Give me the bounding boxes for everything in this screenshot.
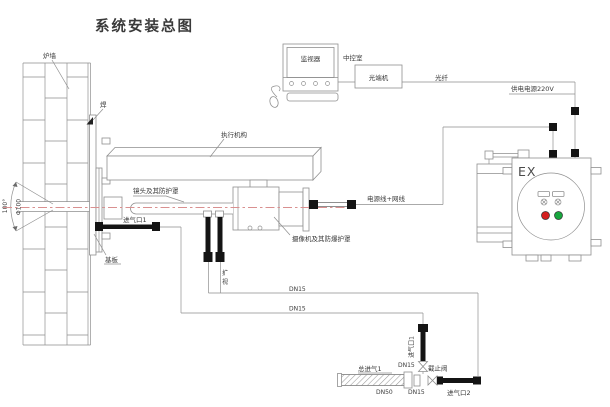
base-plate-label: 基板 — [105, 255, 119, 264]
monitor-label: 监视器 — [301, 54, 321, 63]
riser-inlet1-label: 进气口1 — [408, 336, 416, 358]
view-cone — [10, 181, 54, 232]
dn15-upper-label: DN15 — [289, 286, 306, 293]
stop-valve-label: 截止阀 — [428, 364, 448, 373]
pipe-runs — [160, 81, 576, 376]
weld-symbol — [86, 117, 93, 125]
red-indicator-light — [541, 211, 550, 220]
weld-label: 焊 — [100, 100, 107, 109]
valve2-symbol — [427, 375, 434, 386]
valve2-dn-label: DN15 — [408, 389, 425, 396]
ex-junction-box: EX — [476, 149, 602, 262]
furnace-wall: 100° Φ100 炉墙 — [2, 51, 91, 346]
dn50-header-pipe — [340, 374, 405, 386]
actuator-label: 执行机构 — [221, 130, 248, 139]
green-indicator-light — [554, 211, 563, 220]
air-manifold — [337, 324, 481, 389]
air-inlet2-label: 进气口2 — [447, 388, 471, 397]
furnace-wall-label: 炉墙 — [43, 51, 57, 60]
diagram-labels: 进气口1 扩 视 电源线+网线 光纤 供电电源220V DN15 DN15 总进… — [123, 73, 554, 397]
ex-box-body — [511, 157, 592, 256]
mouse — [269, 96, 279, 108]
camera-assembly: 摄像机及其防爆护罩 — [232, 179, 351, 243]
black-fittings — [95, 107, 579, 262]
rear-box — [476, 163, 513, 243]
control-room: 监视器 中控室 光端机 — [269, 43, 403, 108]
lens-tube: 镜头及其防护罩 — [130, 186, 233, 215]
power-supply-label: 供电电源220V — [511, 84, 554, 93]
purge-label-line2: 视 — [222, 278, 228, 286]
hole-diameter-dimension: Φ100 — [16, 199, 23, 215]
wall-hole — [20, 202, 91, 212]
optical-transceiver — [354, 64, 403, 89]
power-network-cable-label: 电源线+网线 — [367, 194, 405, 203]
inlet-block — [103, 196, 123, 220]
cone-angle-dimension: 100° — [2, 199, 9, 213]
valve1-dn-label: DN15 — [398, 362, 415, 369]
camera-label: 摄像机及其防爆护罩 — [292, 234, 351, 243]
control-room-label: 中控室 — [343, 53, 363, 62]
keyboard — [286, 92, 339, 102]
page-title: 系统安装总图 — [95, 17, 194, 35]
purge-label-line1: 扩 — [222, 269, 228, 277]
main-inlet-label: 总进气1 — [358, 364, 382, 373]
ex-marking: EX — [518, 164, 536, 179]
switch-symbols — [540, 198, 562, 206]
air-inlet1-label: 进气口1 — [123, 215, 147, 224]
dn50-label: DN50 — [376, 389, 393, 396]
fiber-label: 光纤 — [435, 73, 449, 82]
base-plate-assembly: 焊 基板 — [86, 100, 123, 265]
stop-valve-symbol — [417, 361, 429, 368]
lens-label: 镜头及其防护罩 — [133, 186, 179, 195]
dn15-lower-label: DN15 — [289, 306, 306, 313]
transceiver-label: 光端机 — [369, 73, 389, 82]
actuator-beam: 执行机构 — [106, 130, 322, 182]
